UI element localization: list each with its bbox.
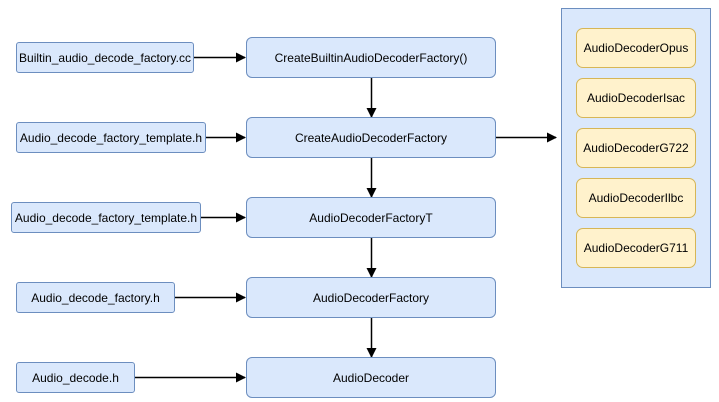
node-audio-decoder-label: AudioDecoder <box>332 370 410 385</box>
decoder-opus-label: AudioDecoderOpus <box>583 41 689 55</box>
source-decode-h-label: Audio_decode.h <box>32 370 119 385</box>
source-factory-h-label: Audio_decode_factory.h <box>31 290 160 305</box>
node-create-builtin-factory-label: CreateBuiltinAudioDecoderFactory() <box>274 50 468 65</box>
source-factory-template-h-1-label: Audio_decode_factory_template.h <box>19 130 203 145</box>
source-factory-h: Audio_decode_factory.h <box>16 282 175 313</box>
node-audio-decoder-factory-t: AudioDecoderFactoryT <box>246 197 496 238</box>
node-audio-decoder-factory-label: AudioDecoderFactory <box>312 290 430 305</box>
decoder-isac-label: AudioDecoderIsac <box>586 91 686 105</box>
node-audio-decoder: AudioDecoder <box>246 357 496 398</box>
source-factory-template-h-1: Audio_decode_factory_template.h <box>16 122 206 153</box>
node-create-audio-decoder-factory-label: CreateAudioDecoderFactory <box>294 130 448 145</box>
source-factory-template-h-2: Audio_decode_factory_template.h <box>11 202 201 233</box>
source-builtin-factory-cc: Builtin_audio_decode_factory.cc <box>16 42 194 73</box>
decoder-g711: AudioDecoderG711 <box>576 228 696 268</box>
node-audio-decoder-factory-t-label: AudioDecoderFactoryT <box>309 210 433 225</box>
decoder-g722-label: AudioDecoderG722 <box>583 141 689 155</box>
node-create-audio-decoder-factory: CreateAudioDecoderFactory <box>246 117 496 158</box>
node-audio-decoder-factory: AudioDecoderFactory <box>246 277 496 318</box>
decoder-isac: AudioDecoderIsac <box>576 78 696 118</box>
source-factory-template-h-2-label: Audio_decode_factory_template.h <box>14 210 198 225</box>
decoder-g722: AudioDecoderG722 <box>576 128 696 168</box>
node-create-builtin-factory: CreateBuiltinAudioDecoderFactory() <box>246 37 496 78</box>
decoder-ilbc-label: AudioDecoderIlbc <box>588 191 684 205</box>
decoder-opus: AudioDecoderOpus <box>576 28 696 68</box>
source-decode-h: Audio_decode.h <box>16 362 135 393</box>
decoder-g711-label: AudioDecoderG711 <box>583 241 689 255</box>
source-builtin-factory-cc-label: Builtin_audio_decode_factory.cc <box>19 50 191 65</box>
decoder-ilbc: AudioDecoderIlbc <box>576 178 696 218</box>
